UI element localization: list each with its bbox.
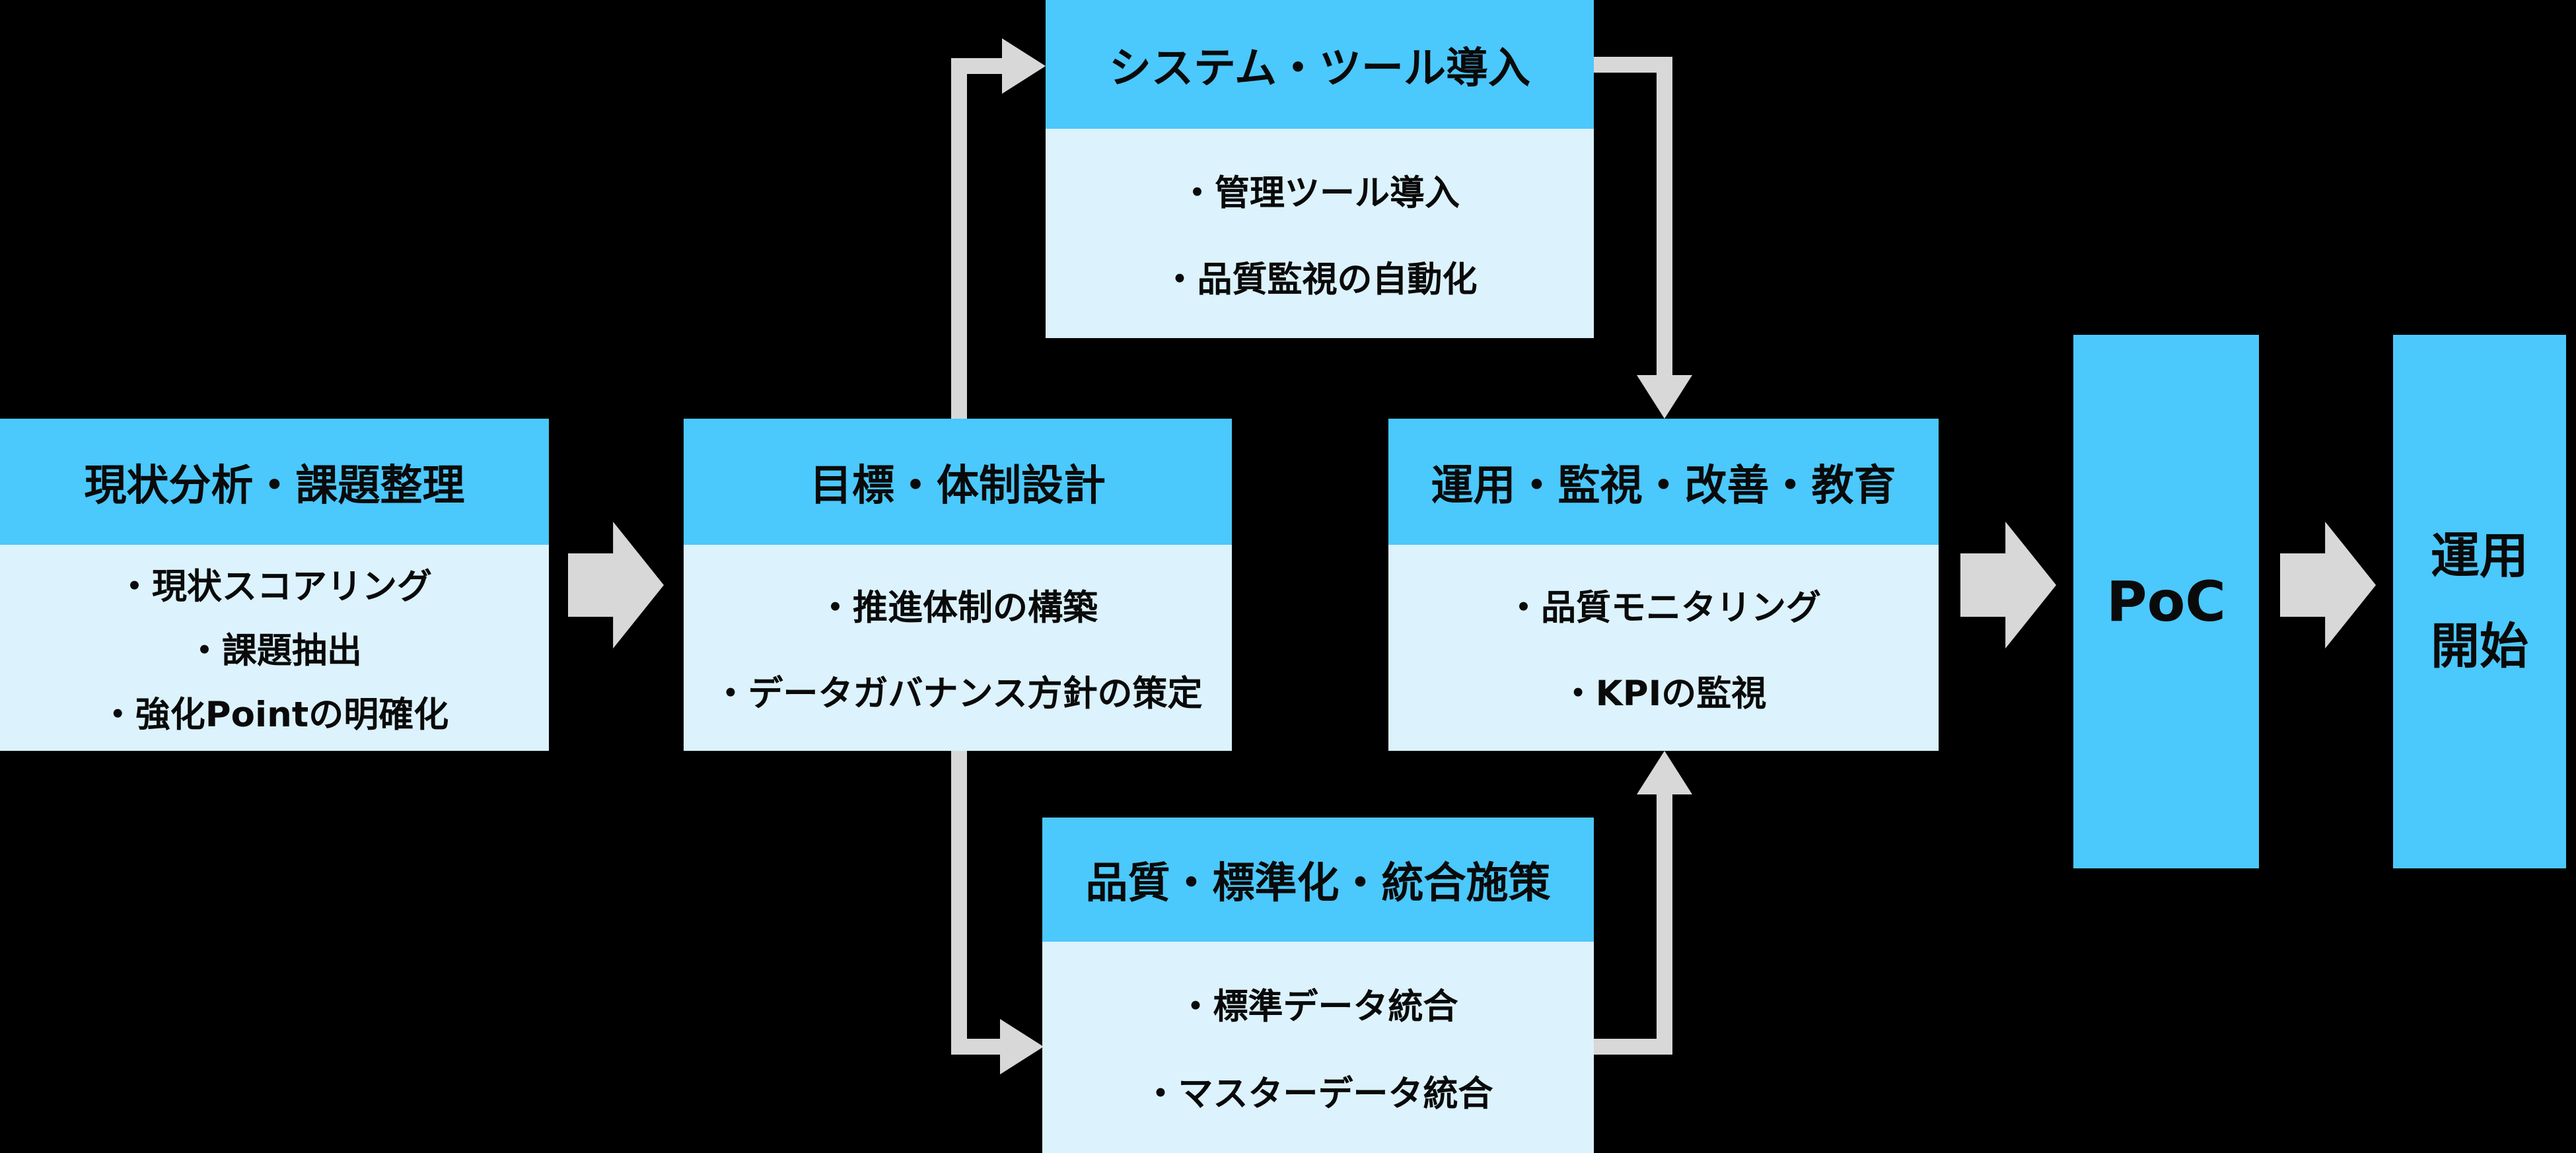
bullet-item: ・マスターデータ統合 xyxy=(1143,1074,1493,1114)
poc-label: PoC xyxy=(2106,569,2226,634)
connector-line-vertical xyxy=(951,58,967,419)
operation-start-label: 運用 開始 xyxy=(2431,528,2528,675)
connector-line-vertical xyxy=(951,751,967,1055)
flow-arrow-poc-to-start-icon xyxy=(2280,522,2376,648)
bullet-item: ・課題抽出 xyxy=(187,631,362,671)
connector-arrowhead-up-icon xyxy=(1637,751,1692,794)
stage-system-tool-body: ・管理ツール導入 ・品質監視の自動化 xyxy=(1046,129,1594,338)
connector-line-horizontal xyxy=(959,58,1005,74)
bullet-item: ・管理ツール導入 xyxy=(1180,173,1460,213)
poc-box: PoC xyxy=(2073,335,2259,868)
connector-arrowhead-down-icon xyxy=(1637,375,1692,419)
connector-line-horizontal xyxy=(959,1039,1004,1055)
stage-operation-body: ・品質モニタリング ・KPIの監視 xyxy=(1388,545,1939,751)
bullet-item: ・強化Pointの明確化 xyxy=(100,695,449,735)
bullet-item: ・推進体制の構築 xyxy=(818,588,1098,629)
operation-start-box: 運用 開始 xyxy=(2393,335,2566,868)
bullet-item: ・品質監視の自動化 xyxy=(1162,260,1478,300)
stage-analysis: 現状分析・課題整理 ・現状スコアリング ・課題抽出 ・強化Pointの明確化 xyxy=(0,419,549,751)
connector-arrowhead-right-icon xyxy=(1002,38,1046,94)
stage-analysis-header: 現状分析・課題整理 xyxy=(0,419,549,545)
stage-title: システム・ツール導入 xyxy=(1108,44,1531,93)
stage-quality: 品質・標準化・統合施策 ・標準データ統合 ・マスターデータ統合 xyxy=(1042,818,1594,1153)
stage-quality-body: ・標準データ統合 ・マスターデータ統合 xyxy=(1042,942,1594,1153)
flow-arrow-operation-to-poc-icon xyxy=(1960,522,2056,648)
bullet-item: ・品質モニタリング xyxy=(1506,588,1821,629)
bullet-item: ・標準データ統合 xyxy=(1178,987,1458,1027)
connector-line-vertical xyxy=(1657,791,1672,1055)
stage-analysis-body: ・現状スコアリング ・課題抽出 ・強化Pointの明確化 xyxy=(0,545,549,751)
stage-operation: 運用・監視・改善・教育 ・品質モニタリング ・KPIの監視 xyxy=(1388,419,1939,751)
stage-title: 目標・体制設計 xyxy=(810,461,1106,510)
stage-system-tool-header: システム・ツール導入 xyxy=(1046,0,1594,129)
stage-title: 現状分析・課題整理 xyxy=(84,461,465,510)
stage-title: 品質・標準化・統合施策 xyxy=(1085,859,1551,908)
stage-system-tool: システム・ツール導入 ・管理ツール導入 ・品質監視の自動化 xyxy=(1046,0,1594,338)
stage-title: 運用・監視・改善・教育 xyxy=(1431,461,1896,510)
stage-design-body: ・推進体制の構築 ・データガバナンス方針の策定 xyxy=(684,545,1232,751)
connector-line-vertical xyxy=(1657,57,1672,378)
bullet-item: ・KPIの監視 xyxy=(1560,673,1767,714)
bullet-item: ・データガバナンス方針の策定 xyxy=(713,673,1203,714)
stage-design: 目標・体制設計 ・推進体制の構築 ・データガバナンス方針の策定 xyxy=(684,419,1232,751)
bullet-item: ・現状スコアリング xyxy=(117,567,432,607)
connector-arrowhead-right-icon xyxy=(1000,1019,1044,1074)
flow-arrow-analysis-to-design-icon xyxy=(568,522,664,648)
stage-design-header: 目標・体制設計 xyxy=(684,419,1232,545)
stage-quality-header: 品質・標準化・統合施策 xyxy=(1042,818,1594,942)
stage-operation-header: 運用・監視・改善・教育 xyxy=(1388,419,1939,545)
